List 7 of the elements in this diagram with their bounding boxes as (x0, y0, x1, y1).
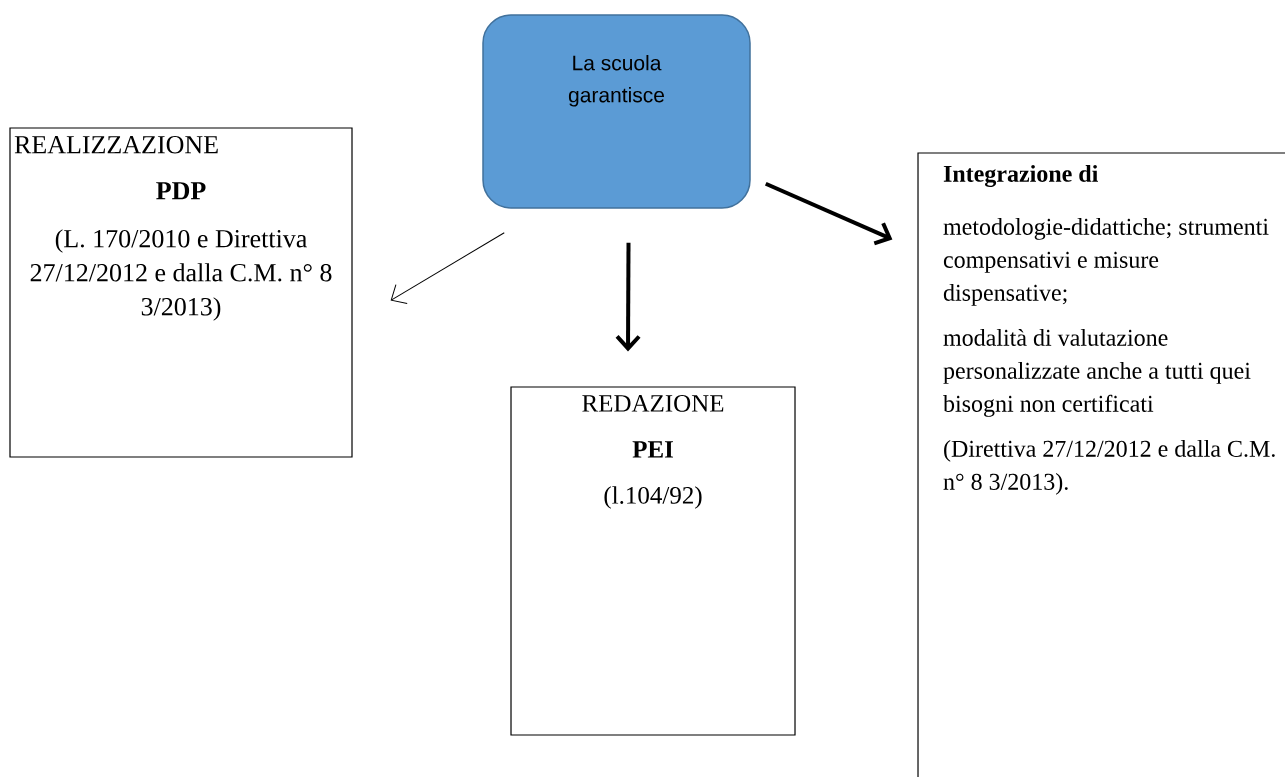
text-box: Integrazione di metodologie-didattiche; strumenti compensativi e misure dispensative; modalità di valutazione personalizzate anche a tutti quei bisogni non certificati (Direttiva 27/12/2012 e dalla C.M. n° 8 3/2013). (917, 152, 1285, 777)
arrow (390, 232, 505, 304)
arrow (764, 181, 893, 246)
text-box: REALIZZAZIONE PDP (L. 170/2010 e Direttiva 27/12/2012 e dalla C.M. n° 8 3/2013) (9, 127, 353, 458)
text-box: REDAZIONE PEI (l.104/92) (510, 386, 796, 736)
rounded-box: La scuola garantisce (482, 14, 751, 209)
arrow (615, 242, 641, 352)
